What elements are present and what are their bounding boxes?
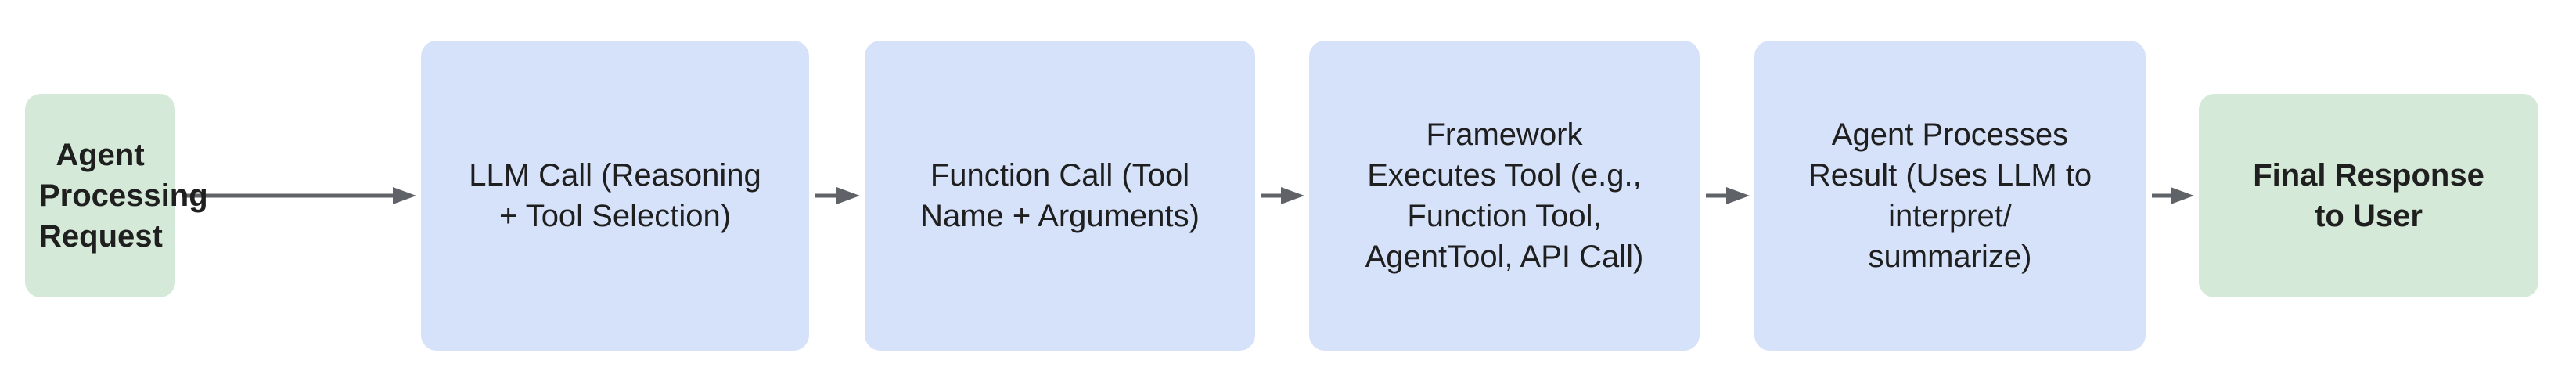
flow-node-framework-executes-tool[interactable]: Framework Executes Tool (e.g., Function … bbox=[1309, 41, 1700, 351]
flow-node-agent-processes-result[interactable]: Agent Processes Result (Uses LLM to inte… bbox=[1754, 41, 2146, 351]
flow-arrow bbox=[2152, 185, 2194, 207]
flow-node-label: Agent Processing Request bbox=[39, 138, 208, 254]
arrow-head bbox=[1726, 187, 1750, 204]
flow-node-label: Framework Executes Tool (e.g., Function … bbox=[1365, 117, 1644, 274]
flow-node-function-call[interactable]: Function Call (Tool Name + Arguments) bbox=[865, 41, 1255, 351]
flow-node-agent-processing-request[interactable]: Agent Processing Request bbox=[25, 94, 208, 297]
arrow-head bbox=[393, 187, 416, 204]
flow-arrow bbox=[815, 185, 860, 207]
flow-node-label: Final Response to User bbox=[2253, 158, 2484, 233]
arrow-head bbox=[2171, 187, 2194, 204]
flow-node-label: Function Call (Tool Name + Arguments) bbox=[920, 158, 1200, 233]
flow-node-llm-call[interactable]: LLM Call (Reasoning + Tool Selection) bbox=[421, 41, 809, 351]
arrow-head bbox=[1281, 187, 1304, 204]
flow-node-label: Agent Processes Result (Uses LLM to inte… bbox=[1808, 117, 2092, 274]
arrow-head bbox=[836, 187, 860, 204]
flow-node-label: LLM Call (Reasoning + Tool Selection) bbox=[469, 158, 761, 233]
flow-node-final-response-to-user[interactable]: Final Response to User bbox=[2199, 94, 2538, 297]
flow-arrow bbox=[1261, 185, 1304, 207]
flow-arrow bbox=[182, 185, 416, 207]
flow-arrow bbox=[1706, 185, 1750, 207]
